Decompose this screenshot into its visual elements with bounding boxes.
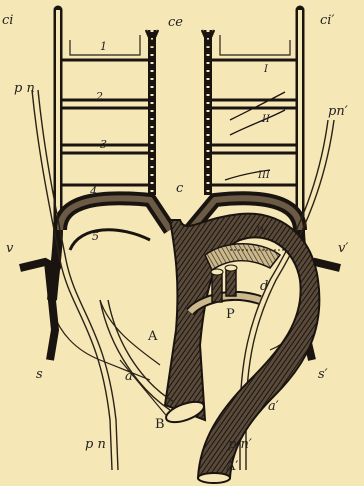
label-pn-left-top: p n	[14, 81, 35, 96]
arch-numeral-IV: IV	[255, 226, 269, 237]
arch-number-2: 2	[95, 90, 103, 103]
label-v-prime: v′	[338, 241, 348, 256]
label-ci-prime: ci′	[320, 13, 334, 28]
label-s-prime: s′	[318, 367, 328, 382]
arch-number-4: 4	[89, 185, 97, 198]
arch-numeral-II: II	[261, 114, 271, 125]
arch-numeral-I: I	[263, 64, 269, 75]
label-a-prime: a′	[268, 399, 279, 414]
label-A: A	[147, 329, 158, 344]
label-ci: ci	[2, 13, 13, 28]
label-B: B	[155, 417, 165, 432]
label-ce: ce	[168, 15, 183, 30]
carotid-stems	[146, 30, 214, 195]
label-a: a	[125, 369, 133, 384]
label-v: v	[6, 241, 14, 256]
ventral-aorta-branches	[100, 300, 174, 410]
label-P: P	[226, 307, 235, 322]
label-A-prime: A′	[225, 459, 238, 474]
label-pn-right-bottom: p n′	[228, 437, 252, 452]
label-pn-right-top: pn′	[328, 104, 348, 119]
label-c: c	[176, 181, 184, 196]
arch-number-5: 5	[92, 230, 99, 243]
label-d: d	[260, 279, 268, 294]
label-pn-left-bottom: p n	[85, 437, 106, 452]
arch-number-1: 1	[100, 40, 107, 53]
label-s: s	[36, 367, 43, 382]
arch-number-3: 3	[100, 138, 107, 151]
arch-numeral-III: III	[257, 170, 271, 181]
